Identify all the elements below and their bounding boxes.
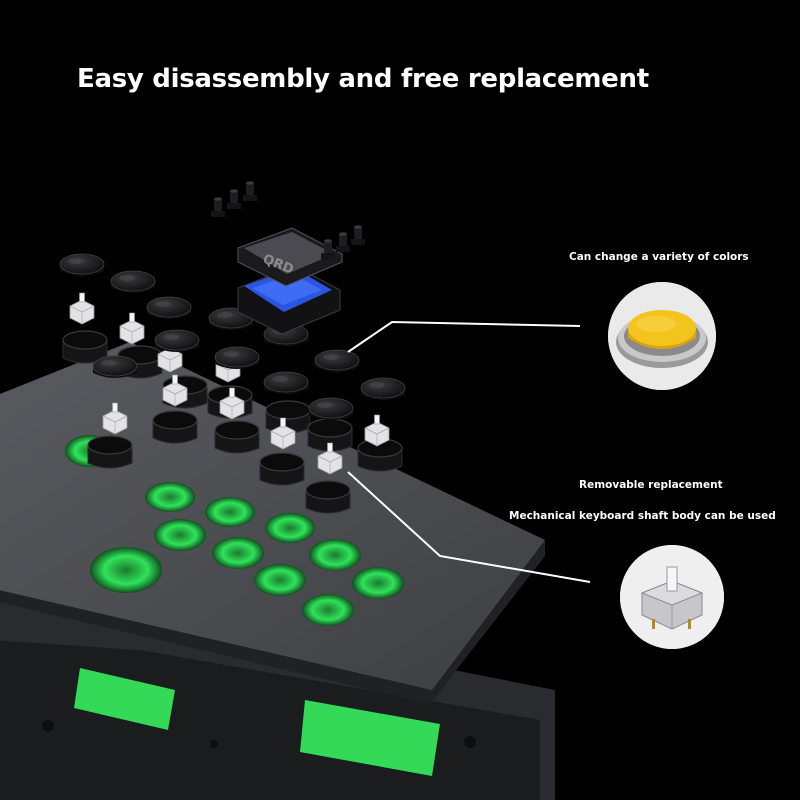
yellow-button-icon	[608, 282, 716, 390]
callout-colors-label: Can change a variety of colors	[569, 251, 749, 263]
page-title: Easy disassembly and free replacement	[77, 64, 649, 94]
callout-removable-label: Removable replacement	[579, 479, 723, 491]
callout-shaft-label: Mechanical keyboard shaft body can be us…	[509, 510, 776, 522]
mechanical-switch-icon	[620, 545, 724, 649]
